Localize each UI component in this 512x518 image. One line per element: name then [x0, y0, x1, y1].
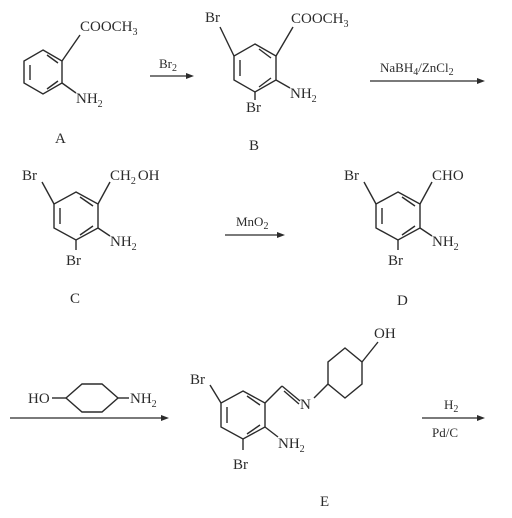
ring-e-double-2	[246, 395, 261, 406]
reagent-nabh4-zncl2: NaBH4/ZnCl2	[380, 60, 454, 78]
d-amine-label: NH2	[432, 234, 459, 253]
b-br-top: Br	[205, 10, 220, 26]
a-ester-label: COOCH3	[80, 19, 138, 38]
bond-d-amine	[419, 227, 433, 237]
arrow-5: H2 Pd/C	[422, 397, 485, 440]
d-br-top: Br	[344, 168, 359, 184]
caption-c: C	[70, 291, 80, 307]
ring-d-double-2	[401, 196, 416, 207]
ring-e-cyclohexyl	[327, 347, 363, 399]
d-cho-label: CHO	[432, 168, 464, 184]
bond-c-ch2oh	[97, 181, 111, 205]
e-br-bottom: Br	[233, 457, 248, 473]
c-amine-label: NH2	[110, 234, 137, 253]
bond-b-br-top	[219, 26, 235, 57]
ring-b-double-2	[258, 48, 272, 59]
bond-b-amine	[275, 79, 291, 89]
a-amine-label: NH2	[76, 91, 103, 110]
bond-c-br-top	[41, 181, 55, 205]
reagent-br2: Br2	[159, 56, 177, 74]
ring-a-double-2	[46, 54, 59, 64]
caption-a: A	[55, 131, 66, 147]
arrow-3: MnO2	[225, 214, 285, 238]
caption-e: E	[320, 494, 329, 510]
bond-e-n-cy	[313, 383, 329, 399]
reagent-h2: H2	[444, 397, 458, 415]
bond-d-br-top	[363, 181, 377, 205]
bond-e-ch-n-1	[281, 385, 301, 402]
caption-d: D	[397, 293, 408, 309]
compound-b: Br Br COOCH3 NH2 B	[205, 10, 349, 154]
arrow-1: Br2	[150, 56, 194, 79]
bond-a-ester	[61, 34, 81, 62]
bond-a-amine	[61, 82, 77, 94]
e-amine-label: NH2	[278, 436, 305, 455]
ring-cyclohexyl-reagent	[64, 383, 120, 413]
b-br-bottom: Br	[246, 100, 261, 116]
b-ester-label: COOCH3	[291, 11, 349, 30]
bond-c-amine	[97, 227, 111, 237]
reagent-aminocyclohexanol: HO NH2	[10, 383, 169, 421]
bond-e-oh	[361, 341, 379, 363]
e-br-top: Br	[190, 372, 205, 388]
ring-c-double-3	[79, 225, 94, 236]
bond-e-amine	[264, 426, 279, 438]
ring-a-double-3	[46, 80, 59, 90]
compound-d: Br Br CHO NH2 D	[344, 168, 464, 309]
compound-e: Br Br N OH NH2 E	[190, 326, 396, 510]
ring-e-double-3	[246, 424, 261, 435]
c-br-top: Br	[22, 168, 37, 184]
arrow-2: NaBH4/ZnCl2	[370, 60, 485, 84]
b-amine-label: NH2	[290, 86, 317, 105]
c-br-bottom: Br	[66, 253, 81, 269]
bond-e-ch	[264, 385, 283, 404]
bond-b-ester	[275, 26, 294, 57]
reagent4-ho: HO	[28, 391, 50, 407]
d-br-bottom: Br	[388, 253, 403, 269]
e-oh-label: OH	[374, 326, 396, 342]
compound-a: COOCH3 NH2 A	[23, 19, 138, 147]
bond-e-br-top	[209, 384, 222, 404]
bond-e-ch-n-2	[283, 390, 300, 405]
reagent-pdc: Pd/C	[432, 425, 458, 440]
bond-d-cho	[419, 181, 433, 205]
caption-b: B	[249, 138, 259, 154]
ring-c-double-2	[79, 196, 94, 207]
ring-d-double-3	[401, 225, 416, 236]
e-imine-n: N	[300, 397, 311, 413]
ring-b-double-3	[258, 77, 272, 88]
reagent4-nh2: NH2	[130, 391, 157, 410]
reagent-mno2: MnO2	[236, 214, 268, 232]
